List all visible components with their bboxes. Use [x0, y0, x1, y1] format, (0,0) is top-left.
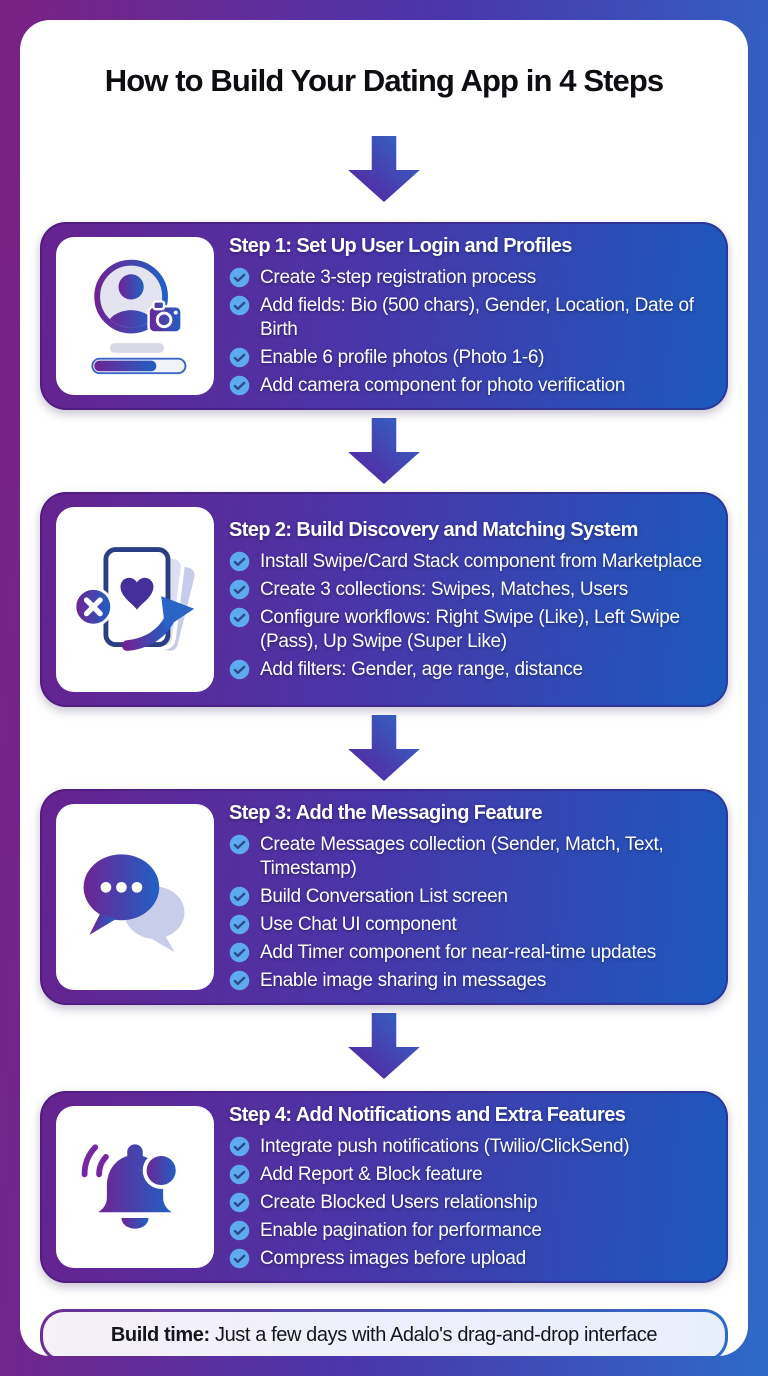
flow-arrow-down-icon: [346, 715, 422, 781]
step4-title: Step 4: Add Notifications and Extra Feat…: [229, 1104, 626, 1126]
step2-icon-box: [56, 507, 214, 692]
step-card-3: Step 3: Add the Messaging Feature Create…: [40, 789, 728, 1005]
chat-bubbles-icon: [83, 854, 185, 953]
check-icon: [229, 942, 250, 963]
check-icon: [229, 295, 250, 316]
check-icon: [229, 1248, 250, 1269]
pass-x-icon: [73, 586, 114, 627]
check-icon: [229, 267, 250, 288]
profile-photo-icon: [91, 259, 187, 375]
swipe-arrow-icon: [121, 595, 195, 651]
step-card-1: Step 1: Set Up User Login and Profiles C…: [40, 222, 728, 410]
checklist-item: Install Swipe/Card Stack component from …: [229, 550, 720, 574]
step1-checklist: Create 3-step registration process Add f…: [229, 266, 720, 398]
check-icon: [229, 1192, 250, 1213]
checklist-text: Create 3 collections: Swipes, Matches, U…: [260, 578, 629, 600]
step4-icon-box: [56, 1106, 214, 1268]
check-icon: [229, 607, 250, 628]
build-time-banner: Build time: Just a few days with Adalo's…: [40, 1309, 728, 1356]
swipe-card-stack-icon: [73, 546, 199, 655]
step-card-2: Step 2: Build Discovery and Matching Sys…: [40, 492, 728, 707]
checklist-text: Add filters: Gender, age range, distance: [260, 658, 583, 680]
step3-checklist: Create Messages collection (Sender, Matc…: [229, 833, 720, 993]
check-icon: [229, 659, 250, 680]
sound-waves: [81, 1144, 109, 1178]
front-bubble: [83, 854, 160, 935]
checklist-item: Build Conversation List screen: [229, 885, 720, 909]
checklist-item: Create 3-step registration process: [229, 266, 720, 290]
flow-arrow-down-icon: [346, 1013, 422, 1079]
notification-bell-icon: [81, 1144, 180, 1229]
checklist-text: Use Chat UI component: [260, 914, 457, 935]
checklist-item: Create 3 collections: Swipes, Matches, U…: [229, 578, 720, 602]
checklist-text: Add Timer component for near-real-time u…: [260, 942, 656, 963]
checklist-text: Enable 6 profile photos (Photo 1-6): [260, 347, 545, 368]
checklist-item: Enable pagination for performance: [229, 1219, 720, 1243]
flow-arrow-down-icon: [346, 418, 422, 484]
check-icon: [229, 970, 250, 991]
check-icon: [229, 1136, 250, 1157]
page-title: How to Build Your Dating App in 4 Steps: [104, 63, 664, 98]
checklist-text: Install Swipe/Card Stack component from …: [260, 550, 702, 572]
bell-clapper: [121, 1218, 149, 1229]
heart-icon: [120, 577, 154, 610]
checklist-text: Create Messages collection (Sender, Matc…: [260, 834, 664, 879]
checklist-text: Add camera component for photo verificat…: [260, 375, 626, 396]
checklist-item: Add camera component for photo verificat…: [229, 374, 720, 398]
checklist-text: Build Conversation List screen: [260, 886, 508, 907]
checklist-item: Add fields: Bio (500 chars), Gender, Loc…: [229, 294, 720, 342]
checklist-text: Enable image sharing in messages: [260, 970, 547, 991]
checklist-item: Use Chat UI component: [229, 913, 720, 937]
checklist-text: Add fields: Bio (500 chars), Gender, Loc…: [260, 295, 694, 340]
checklist-item: Add Timer component for near-real-time u…: [229, 941, 720, 965]
checklist-text: Compress images before upload: [260, 1248, 526, 1269]
main-panel: How to Build Your Dating App in 4 Steps: [20, 20, 748, 1356]
check-icon: [229, 834, 250, 855]
step1-title: Step 1: Set Up User Login and Profiles: [229, 235, 572, 257]
checklist-item: Enable image sharing in messages: [229, 969, 720, 993]
check-icon: [229, 579, 250, 600]
checklist-text: Create Blocked Users relationship: [260, 1192, 538, 1213]
checklist-item: Create Messages collection (Sender, Matc…: [229, 833, 720, 881]
checklist-text: Enable pagination for performance: [260, 1220, 542, 1241]
text-placeholder-bar: [109, 343, 165, 353]
progress-bar: [91, 357, 187, 375]
step2-checklist: Install Swipe/Card Stack component from …: [229, 550, 720, 682]
flow-arrow-down-icon: [346, 136, 422, 202]
step2-content: Step 2: Build Discovery and Matching Sys…: [214, 492, 728, 707]
checklist-item: Create Blocked Users relationship: [229, 1191, 720, 1215]
checklist-item: Integrate push notifications (Twilio/Cli…: [229, 1135, 720, 1159]
check-icon: [229, 347, 250, 368]
checklist-text: Integrate push notifications (Twilio/Cli…: [260, 1136, 630, 1157]
check-icon: [229, 886, 250, 907]
step-card-4: Step 4: Add Notifications and Extra Feat…: [40, 1091, 728, 1283]
bell-body: [98, 1144, 172, 1213]
checklist-item: Configure workflows: Right Swipe (Like),…: [229, 606, 720, 654]
checklist-text: Add Report & Block feature: [260, 1164, 483, 1185]
build-time-label: Build time:: [110, 1324, 210, 1346]
step4-content: Step 4: Add Notifications and Extra Feat…: [214, 1091, 728, 1283]
step1-content: Step 1: Set Up User Login and Profiles C…: [214, 222, 728, 410]
check-icon: [229, 914, 250, 935]
checklist-item: Add Report & Block feature: [229, 1163, 720, 1187]
step2-title: Step 2: Build Discovery and Matching Sys…: [229, 518, 638, 541]
checklist-text: Configure workflows: Right Swipe (Like),…: [260, 606, 680, 652]
check-icon: [229, 375, 250, 396]
step3-content: Step 3: Add the Messaging Feature Create…: [214, 789, 728, 1005]
checklist-item: Enable 6 profile photos (Photo 1-6): [229, 346, 720, 370]
step4-checklist: Integrate push notifications (Twilio/Cli…: [229, 1135, 720, 1271]
checklist-text: Create 3-step registration process: [260, 267, 536, 288]
check-icon: [229, 551, 250, 572]
check-icon: [229, 1164, 250, 1185]
step3-title: Step 3: Add the Messaging Feature: [229, 802, 542, 824]
checklist-item: Compress images before upload: [229, 1247, 720, 1271]
build-time-text: Build time: Just a few days with Adalo's…: [110, 1324, 658, 1346]
step1-icon-box: [56, 237, 214, 395]
checklist-item: Add filters: Gender, age range, distance: [229, 658, 720, 682]
step3-icon-box: [56, 804, 214, 990]
camera-badge-icon: [147, 300, 183, 334]
notification-badge: [142, 1152, 180, 1189]
check-icon: [229, 1220, 250, 1241]
